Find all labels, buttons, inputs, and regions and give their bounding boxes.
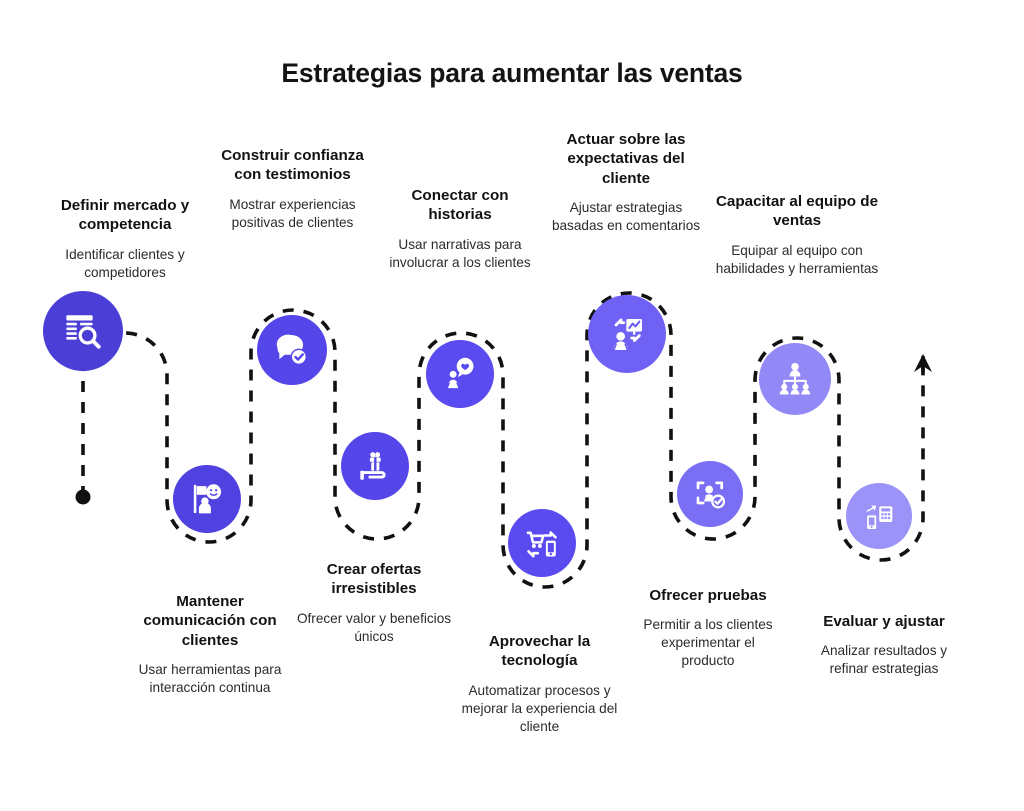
step-body-1: Identificar clientes y competidores [65, 246, 185, 280]
step-heading-9: Capacitar al equipo de ventas [715, 193, 879, 230]
step-body-3: Mostrar experiencias positivas de client… [229, 196, 356, 230]
cart-mobile-icon [526, 531, 557, 558]
step-heading-5: Conectar con historias [411, 187, 509, 224]
step-label-7: Actuar sobre las expectativas del client… [550, 130, 702, 235]
team-hierarchy-icon [779, 362, 811, 395]
step-icon-8[interactable] [677, 461, 743, 527]
step-icon-3[interactable] [257, 315, 327, 385]
person-presentation-smile-icon [193, 484, 222, 514]
step-icon-6[interactable] [508, 509, 576, 577]
step-heading-6: Aprovechar la tecnología [488, 633, 591, 670]
step-body-2: Usar herramientas para interacción conti… [138, 662, 282, 696]
step-body-10: Analizar resultados y refinar estrategia… [820, 643, 948, 677]
person-scan-check-icon [696, 481, 726, 509]
document-search-icon [66, 315, 101, 349]
step-icon-5[interactable] [426, 340, 494, 408]
step-heading-7: Actuar sobre las expectativas del client… [566, 131, 686, 187]
chat-check-icon [276, 334, 308, 366]
step-label-9: Capacitar al equipo de ventas Equipar al… [713, 192, 881, 278]
step-label-4: Crear ofertas irresistibles Ofrecer valo… [294, 560, 454, 646]
step-label-2: Mantener comunicación con clientes Usar … [124, 592, 296, 697]
step-icon-10[interactable] [846, 483, 912, 549]
step-icon-4[interactable] [341, 432, 409, 500]
step-body-8: Permitir a los clientes experimentar el … [643, 617, 773, 669]
step-label-6: Aprovechar la tecnología Automatizar pro… [461, 632, 618, 736]
step-heading-3: Construir confianza con testimonios [221, 147, 364, 184]
start-dot [75, 489, 91, 505]
page-title: Estrategias para aumentar las ventas [281, 58, 743, 88]
step-heading-2: Mantener comunicación con clientes [143, 593, 277, 649]
hand-gift-icon [360, 452, 386, 480]
step-heading-10: Evaluar y ajustar [823, 613, 945, 630]
step-label-1: Definir mercado y competencia Identifica… [35, 196, 215, 282]
step-label-10: Evaluar y ajustar Analizar resultados y … [803, 612, 965, 678]
arrow-up-icon [914, 354, 932, 372]
step-icon-9[interactable] [759, 343, 831, 415]
person-chart-feedback-icon [613, 318, 642, 351]
calculator-mobile-icon [866, 505, 893, 530]
step-body-4: Ofrecer valor y beneficios únicos [296, 610, 452, 644]
step-body-5: Usar narrativas para involucrar a los cl… [389, 236, 531, 270]
step-body-7: Ajustar estrategias basadas en comentari… [551, 200, 701, 234]
step-heading-1: Definir mercado y competencia [60, 197, 190, 234]
step-label-5: Conectar con historias Usar narrativas p… [385, 186, 535, 272]
person-heart-bubble-icon [446, 357, 474, 389]
step-icon-1[interactable] [43, 291, 123, 371]
step-body-6: Automatizar procesos y mejorar la experi… [461, 682, 618, 734]
step-heading-8: Ofrecer pruebas [649, 587, 767, 604]
step-icon-2[interactable] [173, 465, 241, 533]
step-icon-7[interactable] [588, 295, 666, 373]
step-heading-4: Crear ofertas irresistibles [326, 561, 422, 598]
step-label-8: Ofrecer pruebas Permitir a los clientes … [634, 586, 782, 670]
step-label-3: Construir confianza con testimonios Most… [215, 146, 370, 232]
step-body-9: Equipar al equipo con habilidades y herr… [715, 242, 879, 276]
